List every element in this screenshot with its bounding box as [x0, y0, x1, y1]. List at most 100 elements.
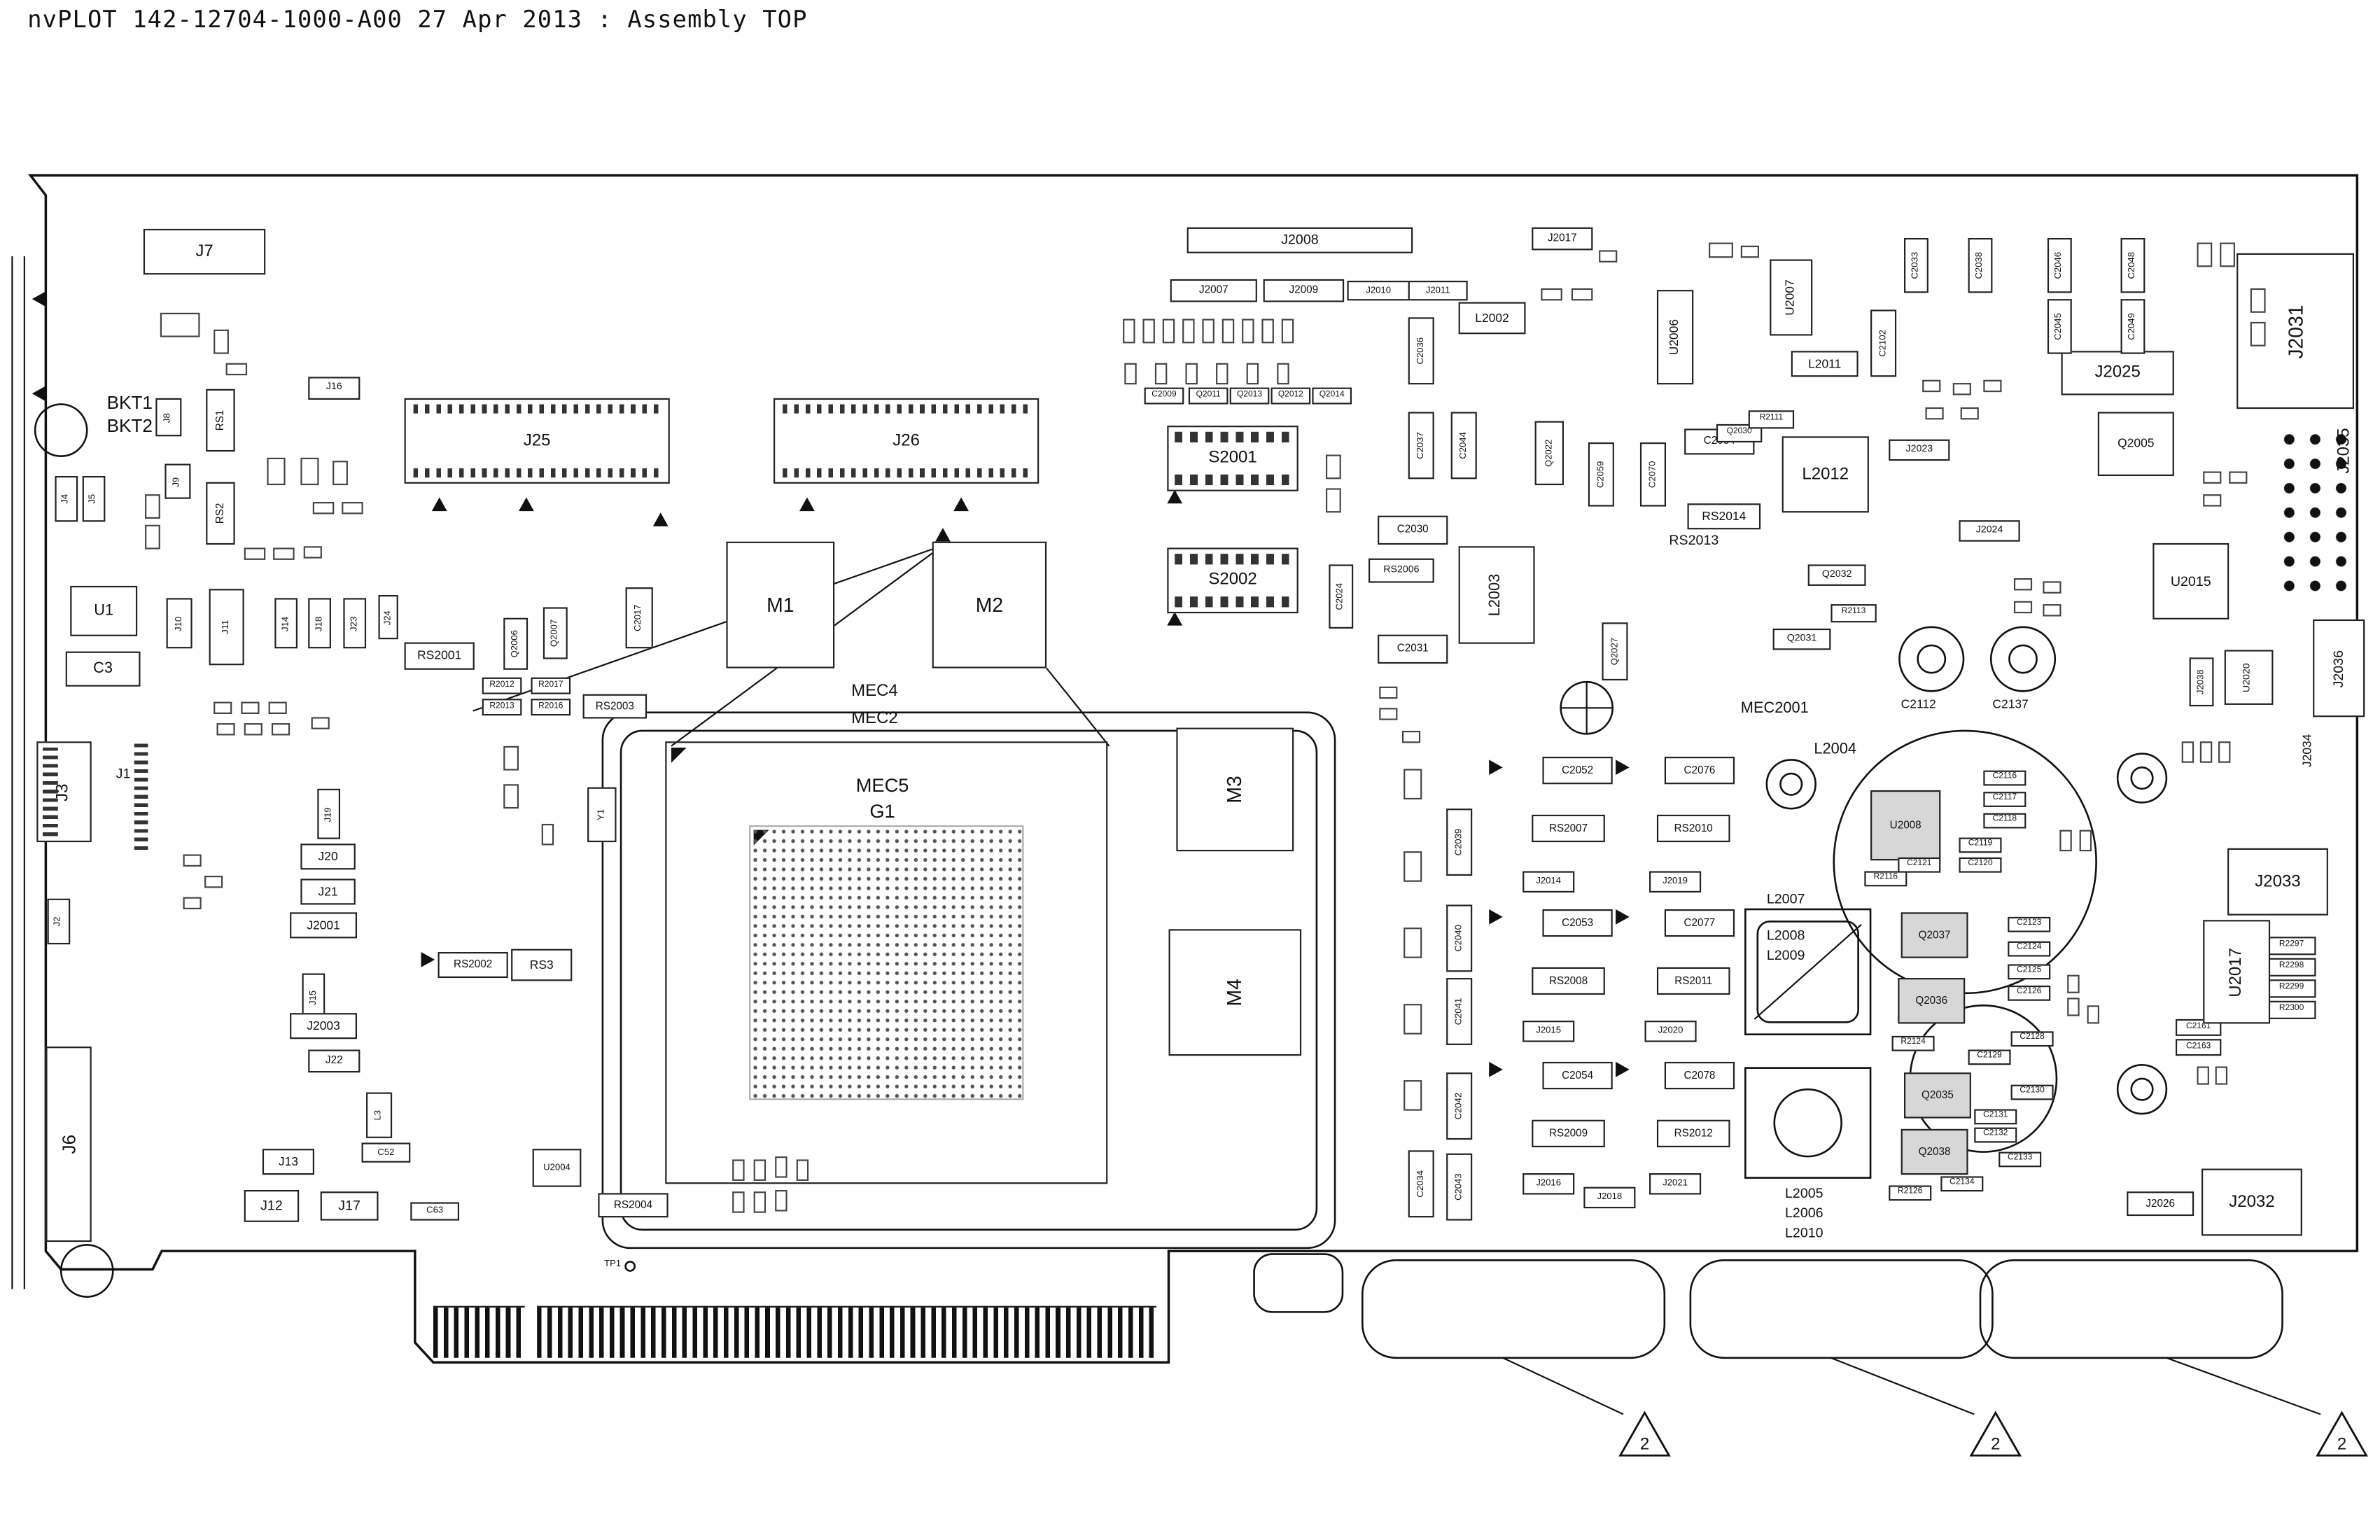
refdes-label: C52: [377, 1148, 395, 1158]
component-c2031: C2031: [1378, 634, 1448, 664]
refdes-label: RS2: [215, 503, 226, 524]
component-s2001: S2001: [1167, 426, 1298, 491]
refdes-label: C2161: [2185, 1021, 2211, 1031]
refdes-label: C2059: [1596, 461, 1606, 489]
component-c2049: C2049: [2120, 299, 2146, 354]
refdes-label: C2024: [1336, 582, 1346, 610]
smd-footprint: [145, 494, 160, 519]
component-l3: L3: [366, 1092, 393, 1138]
component-mec2001: MEC2001: [1741, 701, 1809, 718]
component-u2006: U2006: [1656, 290, 1694, 385]
component-m4: M4: [1168, 929, 1302, 1056]
outline-circle: [59, 1244, 114, 1298]
component-r2126: R2126: [1889, 1185, 1932, 1201]
smd-footprint: [1379, 708, 1398, 720]
refdes-label: C2116: [1992, 772, 2017, 782]
refdes-label: R2298: [2278, 961, 2304, 971]
component-c2112: C2112: [1900, 697, 1936, 711]
component-l2002: L2002: [1458, 302, 1526, 335]
refdes-label: C2070: [1648, 461, 1658, 489]
refdes-label: R2124: [1900, 1037, 1926, 1047]
component-j18: J18: [308, 598, 331, 649]
polarity-marker-icon: [1489, 760, 1503, 776]
refdes-label: RS2012: [1674, 1128, 1713, 1139]
refdes-label: Q2036: [1915, 995, 1948, 1007]
smd-footprint: [2215, 1066, 2228, 1085]
refdes-label: RS2001: [417, 648, 462, 662]
component-l2012: L2012: [1782, 436, 1869, 513]
polarity-marker-icon: [1167, 611, 1183, 626]
polarity-marker-icon: [1616, 760, 1630, 776]
refdes-label: M4: [1223, 979, 1247, 1007]
smd-footprint: [2079, 830, 2092, 852]
outline-circle: [2116, 752, 2168, 804]
component-s2002: S2002: [1167, 547, 1298, 614]
refdes-label: C2124: [2017, 943, 2042, 953]
refdes-label: C2133: [2007, 1154, 2033, 1163]
component-j2038: J2038: [2189, 657, 2214, 707]
component-j25: J25: [404, 398, 670, 484]
smd-footprint: [342, 502, 363, 514]
smd-footprint: [796, 1159, 809, 1181]
refdes-label: C2048: [2128, 251, 2138, 279]
component-j2036: J2036: [2313, 619, 2365, 718]
component-j2025: J2025: [2061, 351, 2174, 396]
refdes-label: L2011: [1808, 356, 1842, 370]
component-j14: J14: [274, 598, 298, 649]
refdes-label: RS2011: [1674, 975, 1713, 987]
smd-footprint: [311, 717, 330, 729]
bigdots-shape-105: [2276, 427, 2356, 601]
component-j2: J2: [47, 898, 71, 945]
component-rs2013: RS2013: [1669, 533, 1718, 548]
component-r2017: R2017: [531, 677, 571, 694]
tab-shape-187: [665, 741, 1108, 1184]
component-j22: J22: [308, 1049, 360, 1073]
polarity-marker-icon: [1616, 1061, 1630, 1077]
refdes-label: J2018: [1597, 1193, 1623, 1203]
dots-shape-188: [749, 825, 1024, 1100]
component-c2121: C2121: [1898, 857, 1941, 873]
component-j2020: J2020: [1644, 1021, 1697, 1042]
component-c2052: C2052: [1542, 757, 1613, 785]
refdes-label: C2017: [634, 604, 644, 631]
component-l2003: L2003: [1458, 546, 1535, 644]
refdes-label: C2038: [1975, 251, 1985, 279]
refdes-label: RS2008: [1548, 975, 1588, 987]
refdes-label: U2004: [543, 1163, 570, 1172]
component-j5: J5: [82, 476, 106, 522]
smd-footprint: [1925, 407, 1944, 420]
smd-footprint: [2059, 830, 2072, 852]
component-c2042: C2042: [1446, 1072, 1473, 1140]
component-mec2: MEC2: [851, 710, 898, 728]
refdes-label: C2112: [1900, 697, 1936, 711]
smd-footprint: [541, 823, 554, 846]
component-j8: J8: [155, 398, 182, 437]
smd-footprint: [1952, 383, 1971, 396]
smd-footprint: [2250, 288, 2266, 313]
component-c2132: C2132: [1974, 1127, 2017, 1143]
component-c2045: C2045: [2047, 299, 2072, 354]
polarity-marker-icon: [31, 386, 46, 402]
component-q2005: Q2005: [2097, 412, 2174, 477]
component-j6: J6: [46, 1046, 92, 1242]
refdes-label: J20: [318, 848, 338, 863]
polarity-marker-icon: [799, 497, 815, 512]
smd-footprint: [1404, 927, 1422, 958]
smd-footprint: [1277, 363, 1289, 385]
refdes-label: Q2007: [550, 619, 560, 648]
outline-circle: [1560, 680, 1614, 735]
component-r2299: R2299: [2267, 979, 2316, 998]
smd-footprint: [775, 1156, 788, 1178]
component-l2008: L2008: [1767, 928, 1805, 943]
component-mec5: MEC5: [856, 776, 909, 795]
refdes-label: L2003: [1488, 573, 1504, 617]
component-j23: J23: [343, 598, 367, 649]
component-c2120: C2120: [1959, 857, 2002, 873]
refdes-label: MEC5: [855, 775, 909, 797]
refdes-label: C2053: [1562, 917, 1594, 929]
refdes-label: J21: [318, 884, 338, 898]
component-j2024: J2024: [1959, 520, 2020, 542]
component-c2077: C2077: [1664, 909, 1735, 937]
refdes-label: C2125: [2017, 966, 2042, 976]
smd-footprint: [1142, 318, 1155, 344]
